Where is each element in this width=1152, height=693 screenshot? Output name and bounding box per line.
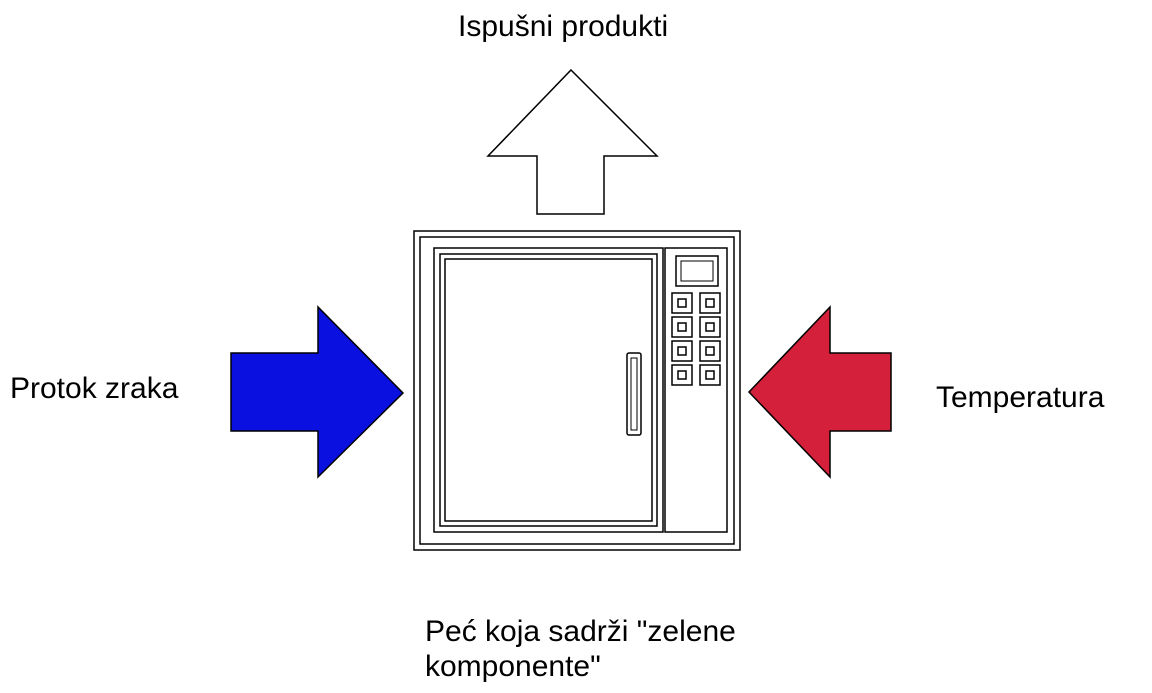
- airflow-arrow-icon: [230, 305, 405, 479]
- oven-icon: [413, 230, 741, 551]
- keypad-button: [671, 316, 693, 338]
- keypad-button-inner: [705, 346, 715, 356]
- caption-line-1: Peć koja sadrži "zelene: [425, 615, 736, 648]
- diagram-caption: Peć koja sadrži "zelene komponente": [425, 614, 736, 684]
- exhaust-label: Ispušni produkti: [458, 10, 669, 43]
- keypad-button: [699, 292, 721, 314]
- keypad-button: [671, 364, 693, 386]
- display-outer: [675, 255, 719, 287]
- oven-window: [444, 258, 653, 522]
- keypad-button-inner: [677, 370, 687, 380]
- oven-handle-inner: [630, 357, 638, 431]
- keypad-button-inner: [677, 346, 687, 356]
- keypad-button: [671, 340, 693, 362]
- keypad-button: [671, 292, 693, 314]
- keypad-button-inner: [677, 298, 687, 308]
- oven-inner-frame: [419, 236, 735, 545]
- caption-line-2: komponente": [425, 650, 601, 683]
- keypad-button: [699, 364, 721, 386]
- airflow-label: Protok zraka: [10, 372, 179, 405]
- temperature-arrow-icon: [747, 305, 892, 479]
- display-screen: [680, 260, 714, 282]
- keypad-button-inner: [705, 298, 715, 308]
- exhaust-arrow-icon: [486, 68, 659, 215]
- keypad-button-inner: [677, 322, 687, 332]
- keypad: [671, 292, 721, 386]
- temperature-label: Temperatura: [936, 381, 1105, 414]
- oven-door: [439, 253, 658, 527]
- keypad-button: [699, 340, 721, 362]
- keypad-button-inner: [705, 370, 715, 380]
- control-panel: [664, 247, 728, 533]
- oven-body: [413, 230, 741, 551]
- oven-door-outer: [433, 247, 664, 533]
- keypad-button-inner: [705, 322, 715, 332]
- oven-handle: [626, 352, 642, 436]
- keypad-button: [699, 316, 721, 338]
